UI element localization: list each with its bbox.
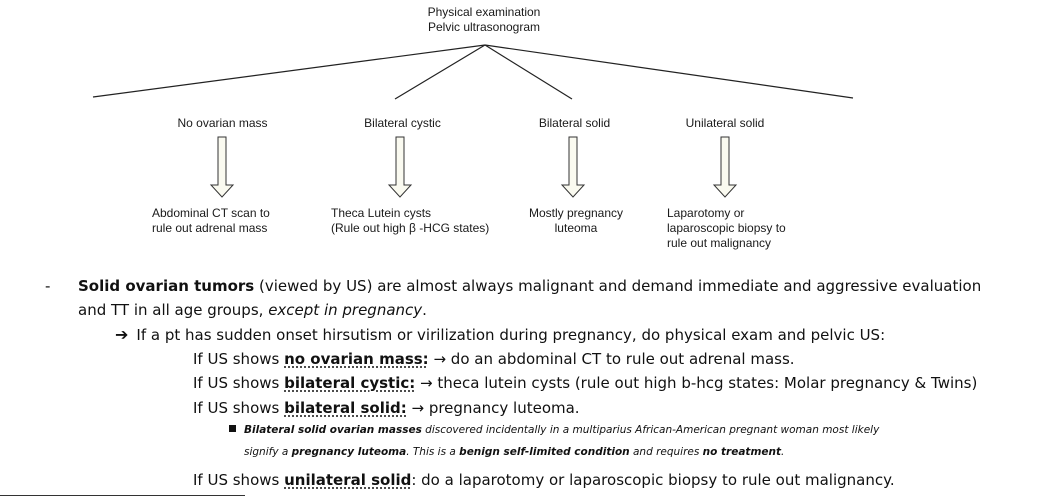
subnote-line-1: Bilateral solid ovarian masses discovere… <box>229 421 879 439</box>
case-bilateral-solid: If US shows bilateral solid: → pregnancy… <box>193 398 580 418</box>
subnote-benign: benign self-limited condition <box>459 446 630 458</box>
result-line: Abdominal CT scan to <box>152 206 270 220</box>
main-note-line-1: Solid ovarian tumors (viewed by US) are … <box>78 276 981 296</box>
main-note-bold: Solid ovarian tumors <box>78 277 255 295</box>
subnote-text: . This is a <box>406 446 460 458</box>
case-key: no ovarian mass: <box>284 350 429 368</box>
case-rest: → theca lutein cysts (rule out high b-hc… <box>415 374 978 392</box>
result-line: (Rule out high β -HCG states) <box>331 221 490 235</box>
connector-lines <box>92 44 854 100</box>
connector-line <box>484 44 573 100</box>
main-note-exception: except in pregnancy <box>268 301 423 319</box>
bullet-dash: - <box>45 277 51 295</box>
subnote-period: . <box>781 446 785 458</box>
case-bilateral-cystic: If US shows bilateral cystic: → theca lu… <box>193 373 977 393</box>
arrow-note: ➔ If a pt has sudden onset hirsutism or v… <box>115 325 885 345</box>
branch-result-luteoma: Mostly pregnancy luteoma <box>512 206 640 236</box>
main-note-line2-start: and TT in all age groups, <box>78 301 269 319</box>
result-line: Theca Lutein cysts <box>331 206 432 220</box>
result-line: laparoscopic biopsy to <box>667 221 786 235</box>
diagram-root: Physical examination Pelvic ultrasonogra… <box>384 5 584 35</box>
footnote-divider <box>0 495 245 496</box>
flow-diagram <box>92 44 854 198</box>
subnote-line-2: signify a pregnancy luteoma. This is a b… <box>244 443 784 461</box>
result-line: Mostly pregnancy <box>528 206 624 220</box>
connector-line <box>484 44 854 99</box>
main-note-rest: (viewed by US) are almost always maligna… <box>254 277 982 295</box>
case-key: bilateral solid: <box>284 399 407 417</box>
case-no-ovarian-mass: If US shows no ovarian mass: → do an abd… <box>193 349 795 369</box>
branch-result-laparotomy: Laparotomy or laparoscopic biopsy to rul… <box>667 206 827 251</box>
case-rest: : do a laparotomy or laparoscopic biopsy… <box>411 471 895 489</box>
subnote-no-treatment: no treatment <box>702 446 781 458</box>
down-arrow-icon <box>712 136 738 198</box>
connector-line <box>92 44 486 98</box>
branch-label-no-ovarian-mass: No ovarian mass <box>177 116 268 130</box>
square-bullet-icon <box>229 425 236 432</box>
case-prefix: If US shows <box>193 399 285 417</box>
case-prefix: If US shows <box>193 350 285 368</box>
down-arrow-icon <box>560 136 586 198</box>
down-arrow-icon <box>209 136 235 198</box>
case-prefix: If US shows <box>193 471 285 489</box>
result-line: luteoma <box>554 221 598 235</box>
case-unilateral-solid: If US shows unilateral solid: do a lapar… <box>193 470 895 490</box>
root-line-1: Physical examination <box>427 5 541 19</box>
subnote-luteoma: pregnancy luteoma <box>291 446 407 458</box>
result-line: rule out malignancy <box>667 236 772 250</box>
arrow-note-text: If a pt has sudden onset hirsutism or vi… <box>136 326 886 344</box>
branch-label-unilateral-solid: Unilateral solid <box>685 116 765 130</box>
down-arrows <box>209 136 738 198</box>
connector-line <box>394 44 486 100</box>
subnote-text: and requires <box>629 446 703 458</box>
main-note-line-2: and TT in all age groups, except in preg… <box>78 300 427 320</box>
case-rest: → pregnancy luteoma. <box>406 399 580 417</box>
case-key: unilateral solid <box>284 471 412 489</box>
subnote-bold: Bilateral solid ovarian masses <box>244 424 422 436</box>
branch-label-bilateral-solid: Bilateral solid <box>538 116 611 130</box>
subnote-text: signify a <box>244 446 292 458</box>
branch-result-abdominal-ct: Abdominal CT scan to rule out adrenal ma… <box>152 206 302 236</box>
branch-label-bilateral-cystic: Bilateral cystic <box>364 116 441 130</box>
result-line: Laparotomy or <box>667 206 745 220</box>
branch-result-theca-lutein: Theca Lutein cysts (Rule out high β -HCG… <box>331 206 521 236</box>
main-note-period: . <box>422 301 427 319</box>
down-arrow-icon <box>387 136 413 198</box>
case-key: bilateral cystic: <box>284 374 416 392</box>
case-prefix: If US shows <box>193 374 285 392</box>
result-line: rule out adrenal mass <box>152 221 268 235</box>
root-line-2: Pelvic ultrasonogram <box>427 20 541 34</box>
subnote-rest: discovered incidentally in a multiparius… <box>421 424 880 436</box>
case-rest: → do an abdominal CT to rule out adrenal… <box>428 350 795 368</box>
arrow-right-icon: ➔ <box>115 325 129 344</box>
